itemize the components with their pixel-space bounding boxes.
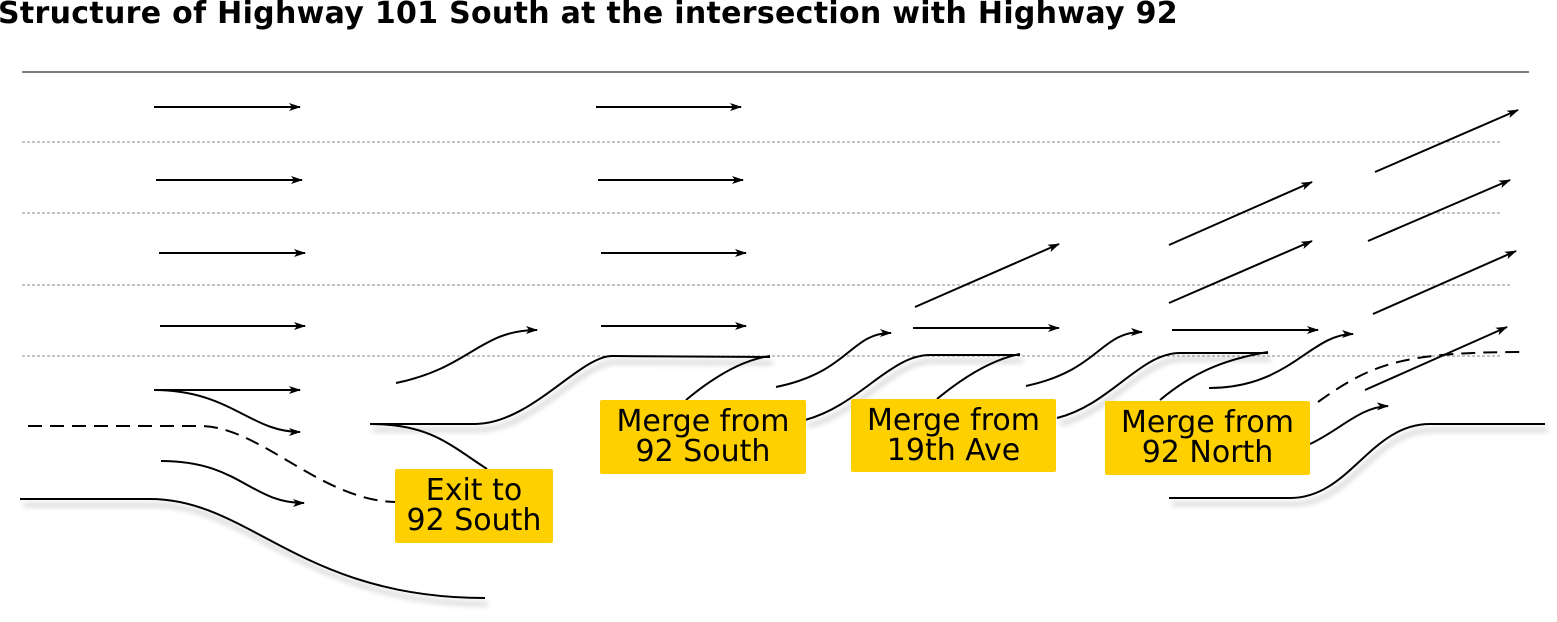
dashed-lane-line — [28, 425, 396, 503]
lane-arrow — [1374, 109, 1519, 173]
exit-arrow — [153, 389, 301, 436]
label-line: Merge from — [1121, 405, 1294, 440]
label-exit-92-south: Exit to 92 South — [395, 469, 553, 543]
ramp-edge — [369, 423, 488, 470]
lane-arrow — [1367, 179, 1511, 242]
lane-arrow — [1168, 240, 1313, 304]
label-line: 92 North — [1141, 435, 1274, 470]
label-merge-19th-ave: Merge from 19th Ave — [851, 399, 1056, 472]
exit-arrow — [160, 460, 305, 507]
label-line: Merge from — [616, 404, 790, 439]
merge-arrow — [395, 326, 538, 384]
ramp-edge — [1159, 351, 1269, 401]
road-edge — [1169, 423, 1545, 499]
dashed-lane-line — [1317, 351, 1523, 403]
lane-arrow — [1364, 326, 1508, 391]
road-edge — [370, 354, 771, 425]
road-edge — [20, 498, 486, 599]
lane-arrow — [1372, 250, 1517, 315]
label-line: 19th Ave — [886, 432, 1021, 468]
ramp-edge — [685, 355, 771, 401]
merge-arrow — [1309, 402, 1389, 445]
label-line: 92 South — [406, 503, 542, 538]
label-line: Merge from — [867, 402, 1040, 438]
merge-arrow — [1025, 328, 1143, 387]
ramp-edge — [936, 353, 1021, 400]
label-merge-92-south: Merge from 92 South — [600, 400, 806, 474]
lane-arrow — [914, 243, 1060, 308]
road-edge — [1056, 352, 1268, 419]
label-merge-92-north: Merge from 92 North — [1105, 401, 1310, 475]
label-line: Exit to — [425, 473, 523, 508]
diagram-title: Structure of Highway 101 South at the in… — [0, 0, 1178, 31]
label-line: 92 South — [635, 434, 771, 469]
lane-dividers — [22, 141, 1510, 357]
road-edge — [804, 354, 1020, 421]
merge-arrow — [1208, 330, 1354, 389]
lane-arrow — [1168, 181, 1313, 246]
merge-arrow — [775, 329, 892, 388]
